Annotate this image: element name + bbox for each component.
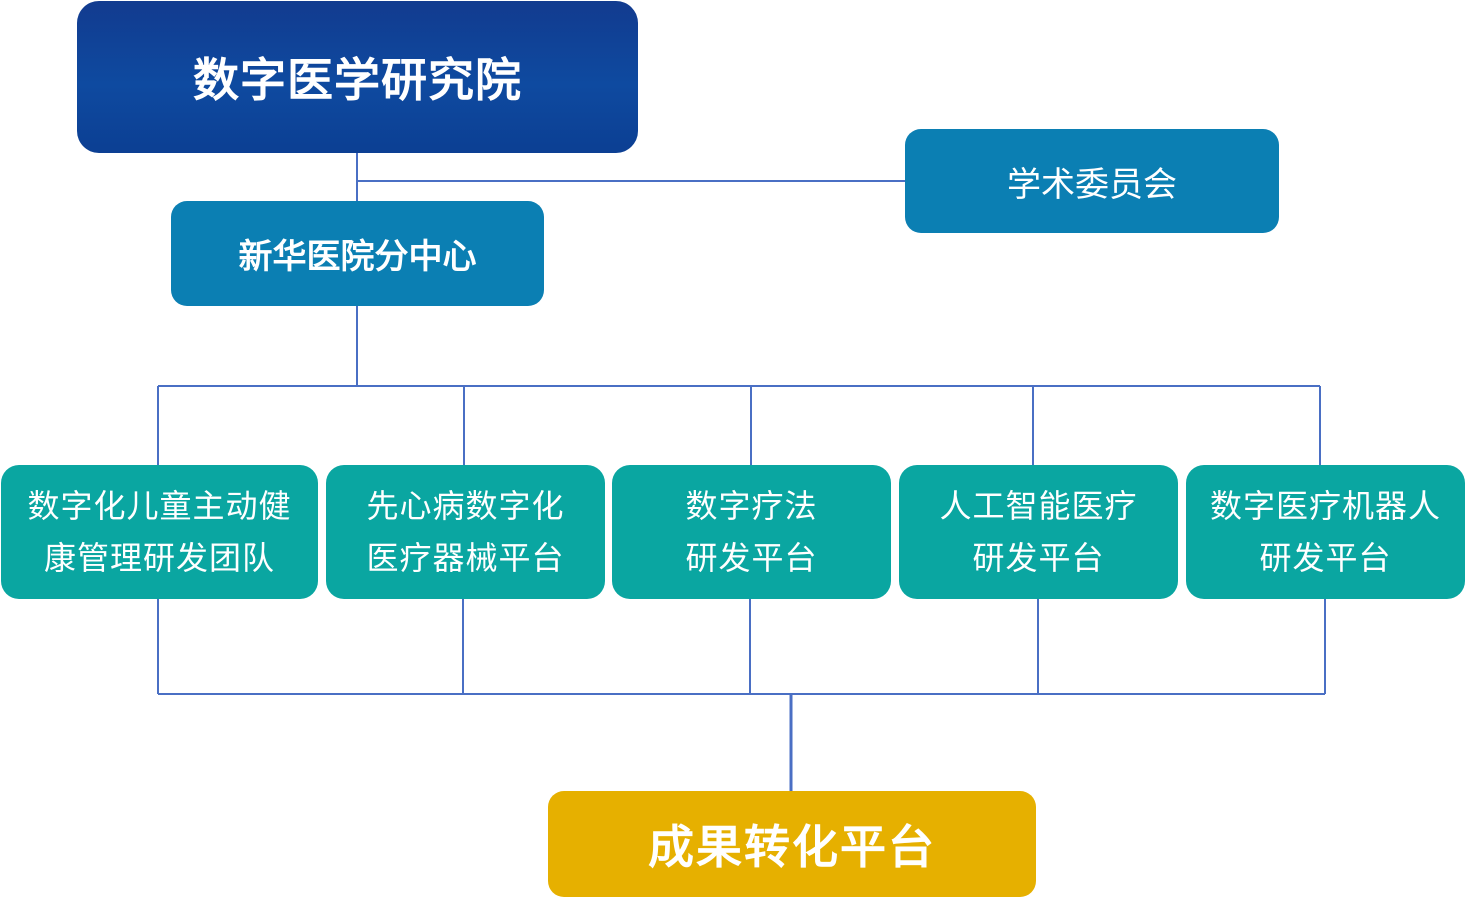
outcome-label: 成果转化平台 <box>648 820 936 874</box>
team-node-chd-devices: 先心病数字化 医疗器械平台 <box>326 465 605 599</box>
root-node: 数字医学研究院 <box>77 1 638 153</box>
committee-label: 学术委员会 <box>1007 164 1177 205</box>
root-label: 数字医学研究院 <box>193 53 522 107</box>
subcenter-label: 新华医院分中心 <box>238 237 477 277</box>
outcome-node: 成果转化平台 <box>548 791 1036 897</box>
team-label-line1: 数字疗法 <box>685 487 818 525</box>
team-label-line1: 人工智能医疗 <box>939 487 1138 525</box>
subcenter-node: 新华医院分中心 <box>171 201 544 306</box>
committee-node: 学术委员会 <box>905 129 1279 233</box>
team-node-children-health: 数字化儿童主动健 康管理研发团队 <box>1 465 318 599</box>
team-node-ai-medical: 人工智能医疗 研发平台 <box>899 465 1178 599</box>
team-label-line1: 数字医疗机器人 <box>1209 487 1441 525</box>
team-label-line1: 先心病数字化 <box>366 487 565 525</box>
team-label-line2: 研发平台 <box>685 539 818 577</box>
team-label-line2: 康管理研发团队 <box>43 539 275 577</box>
team-node-medical-robot: 数字医疗机器人 研发平台 <box>1186 465 1465 599</box>
team-label-line2: 研发平台 <box>1259 539 1392 577</box>
team-label-line1: 数字化儿童主动健 <box>27 487 292 525</box>
team-label-line2: 研发平台 <box>972 539 1105 577</box>
team-node-digital-therapy: 数字疗法 研发平台 <box>612 465 891 599</box>
team-label-line2: 医疗器械平台 <box>366 539 565 577</box>
